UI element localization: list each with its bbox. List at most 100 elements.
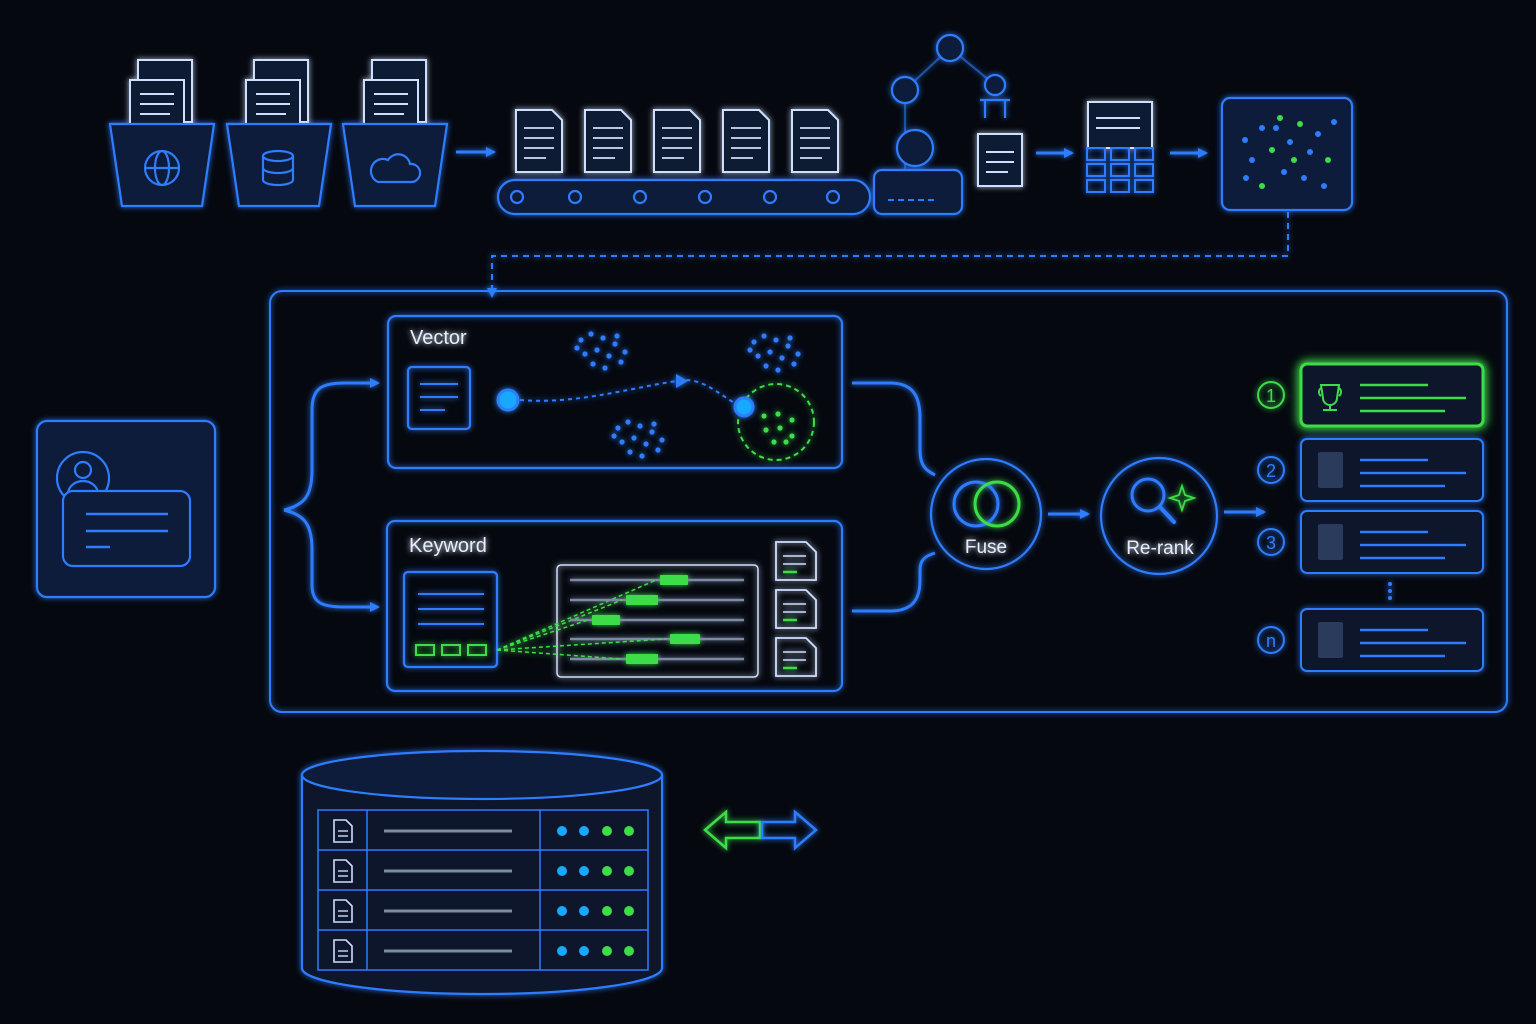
- cluster-point: [615, 425, 621, 431]
- cluster-point: [747, 347, 753, 353]
- cluster-point: [639, 453, 645, 459]
- ranked-results: 1 2 3 n: [1257, 362, 1485, 672]
- embedding-point: [1321, 183, 1327, 189]
- cluster-point: [590, 361, 596, 367]
- cluster-point: [785, 343, 791, 349]
- embedding-point: [1291, 157, 1297, 163]
- result-thumbnail: [1318, 524, 1343, 560]
- result-card: n: [1257, 608, 1484, 672]
- cluster-point: [659, 437, 665, 443]
- nearest-neighbor-circle: [737, 383, 815, 461]
- index-to-retrieval-dashed-arrow: [487, 212, 1289, 298]
- keyword-search-box: Keyword: [385, 519, 844, 693]
- rerank-node: Re-rank: [1099, 456, 1219, 576]
- cluster-point: [783, 439, 789, 445]
- embedding-grid-icon: [1086, 101, 1154, 193]
- cluster-point: [787, 335, 793, 341]
- bin-documents: [245, 59, 309, 131]
- embedding-dot: [624, 826, 634, 836]
- cluster-point: [755, 353, 761, 359]
- cluster-point: [775, 411, 781, 417]
- embedding-dot: [602, 906, 612, 916]
- grid-cell: [1110, 163, 1130, 177]
- embedding-dot: [557, 906, 567, 916]
- vector-label: Vector: [410, 327, 467, 349]
- cluster-point: [789, 433, 795, 439]
- similarity-path: [519, 378, 739, 406]
- fuse-node: Fuse: [929, 457, 1043, 571]
- query-document-icon: [406, 365, 472, 431]
- cluster-point: [602, 365, 608, 371]
- store-row: [318, 929, 648, 963]
- ingestion-row: [108, 33, 1354, 298]
- conveyor-rollers: [509, 189, 841, 205]
- cluster-point: [789, 417, 795, 423]
- retrieval-panel: Vector Keyword: [269, 290, 1508, 713]
- embedding-point: [1297, 121, 1303, 127]
- cluster-point: [779, 355, 785, 361]
- matched-document-icon: [775, 589, 817, 629]
- cluster-point: [775, 367, 781, 373]
- embedding-point: [1281, 169, 1287, 175]
- document-icon: [333, 939, 353, 963]
- embedding-dot: [579, 826, 589, 836]
- cluster-point: [643, 441, 649, 447]
- cluster-point: [763, 363, 769, 369]
- rank-label: 3: [1266, 533, 1276, 553]
- embedding-dot: [557, 866, 567, 876]
- keyword-to-fuse-line: [852, 551, 936, 613]
- grid-cell: [1110, 147, 1130, 161]
- query-panel: [35, 419, 217, 599]
- embedding-point: [1277, 115, 1283, 121]
- arrow-to-keyword: [283, 508, 380, 612]
- cluster-point: [614, 333, 620, 339]
- rank-label: 1: [1266, 386, 1276, 406]
- store-row: [318, 849, 648, 883]
- bin-documents: [129, 59, 193, 131]
- cloud-icon: [369, 153, 422, 184]
- conveyor-document: [653, 109, 701, 173]
- embedding-point: [1259, 125, 1265, 131]
- result-card-top: 1: [1257, 362, 1485, 428]
- embedding-dot: [579, 906, 589, 916]
- embedding-point: [1259, 183, 1265, 189]
- result-thumbnail: [1318, 622, 1343, 658]
- cluster-point: [578, 337, 584, 343]
- index-row: [496, 634, 744, 651]
- keyword-query-doc: [402, 570, 499, 669]
- rank-badge: 3: [1257, 528, 1285, 556]
- cluster-point: [600, 335, 606, 341]
- cluster-point: [619, 439, 625, 445]
- robot-arm-icon: [872, 33, 1010, 216]
- source-bin-cloud: [341, 59, 449, 208]
- document-icon: [333, 899, 353, 923]
- rank-badge: 2: [1257, 456, 1285, 484]
- database-icon: [261, 149, 295, 187]
- globe-icon: [143, 149, 181, 187]
- bidirectional-arrow-icon: [703, 809, 818, 851]
- index-row: [496, 649, 744, 664]
- conveyor-belt: [496, 109, 872, 216]
- grid-cell: [1134, 179, 1154, 193]
- conveyor-document: [515, 109, 563, 173]
- cluster-point: [791, 361, 797, 367]
- document-store-cylinder: [300, 749, 664, 996]
- embedding-point: [1307, 149, 1313, 155]
- grid-cell: [1086, 147, 1106, 161]
- rank-badge: 1: [1257, 381, 1285, 409]
- cluster-point: [582, 351, 588, 357]
- cluster-point: [763, 427, 769, 433]
- matched-document-icon: [775, 541, 817, 581]
- result-thumbnail: [1318, 452, 1343, 488]
- index-row: [496, 595, 744, 651]
- rank-badge: n: [1257, 626, 1285, 654]
- embedding-point: [1269, 147, 1275, 153]
- embedding-point: [1249, 157, 1255, 163]
- embedding-dot: [579, 946, 589, 956]
- embedding-dot: [602, 946, 612, 956]
- vector-search-box: Vector: [386, 314, 844, 470]
- cluster-point: [751, 339, 757, 345]
- embedding-dot: [602, 866, 612, 876]
- conveyor-document: [791, 109, 839, 173]
